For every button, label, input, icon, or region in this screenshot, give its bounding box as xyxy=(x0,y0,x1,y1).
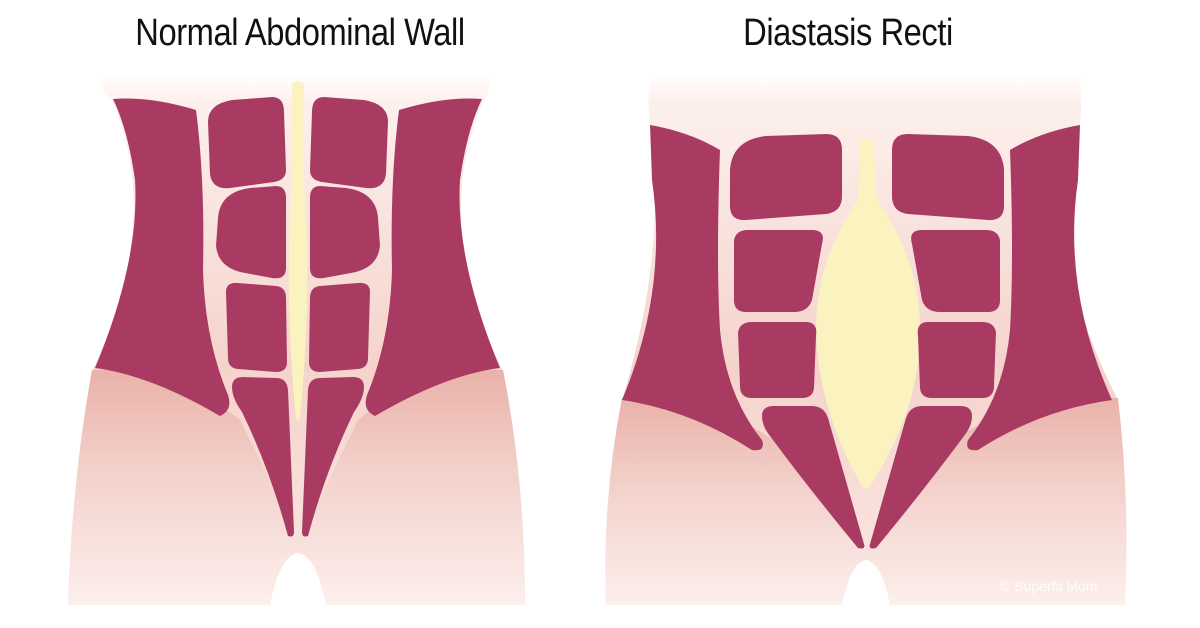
copyright-watermark: © Superfit Mom xyxy=(1000,578,1098,594)
normal-rectus-right-4 xyxy=(302,377,364,537)
normal-rectus-right-3 xyxy=(309,282,370,372)
diastasis-crotch-gap xyxy=(842,560,890,605)
diastasis-right-oblique xyxy=(967,125,1112,451)
normal-rectus-left-4 xyxy=(232,377,294,537)
normal-left-oblique xyxy=(95,98,230,417)
normal-abdominal-wall-title: Normal Abdominal Wall xyxy=(135,12,465,54)
diastasis-rectus-right-3 xyxy=(917,322,996,398)
diastasis-linea-alba xyxy=(816,138,920,488)
normal-rectus-left-1 xyxy=(208,97,286,189)
normal-rectus-left-3 xyxy=(226,282,287,372)
normal-rectus-right-2 xyxy=(310,186,380,279)
diastasis-hip-shading xyxy=(605,398,1127,605)
diastasis-rectus-right-2 xyxy=(911,230,1000,312)
diastasis-rectus-left-1 xyxy=(730,134,842,221)
diastasis-rectus-right-1 xyxy=(892,134,1004,221)
diastasis-rectus-left-4 xyxy=(762,406,865,549)
normal-hip-shading xyxy=(68,369,525,605)
diastasis-rectus-left-2 xyxy=(734,230,823,312)
diastasis-left-oblique xyxy=(622,125,763,451)
normal-torso xyxy=(68,75,525,605)
diastasis-torso xyxy=(605,75,1127,605)
normal-crotch-gap xyxy=(270,553,326,605)
normal-right-oblique xyxy=(365,98,500,417)
diastasis-recti-title: Diastasis Recti xyxy=(743,12,953,54)
normal-rectus-right-1 xyxy=(310,97,388,189)
diastasis-rectus-right-4 xyxy=(869,406,972,549)
diastasis-rectus-left-3 xyxy=(738,322,817,398)
normal-linea-alba xyxy=(288,81,308,420)
normal-rectus-left-2 xyxy=(216,186,286,279)
